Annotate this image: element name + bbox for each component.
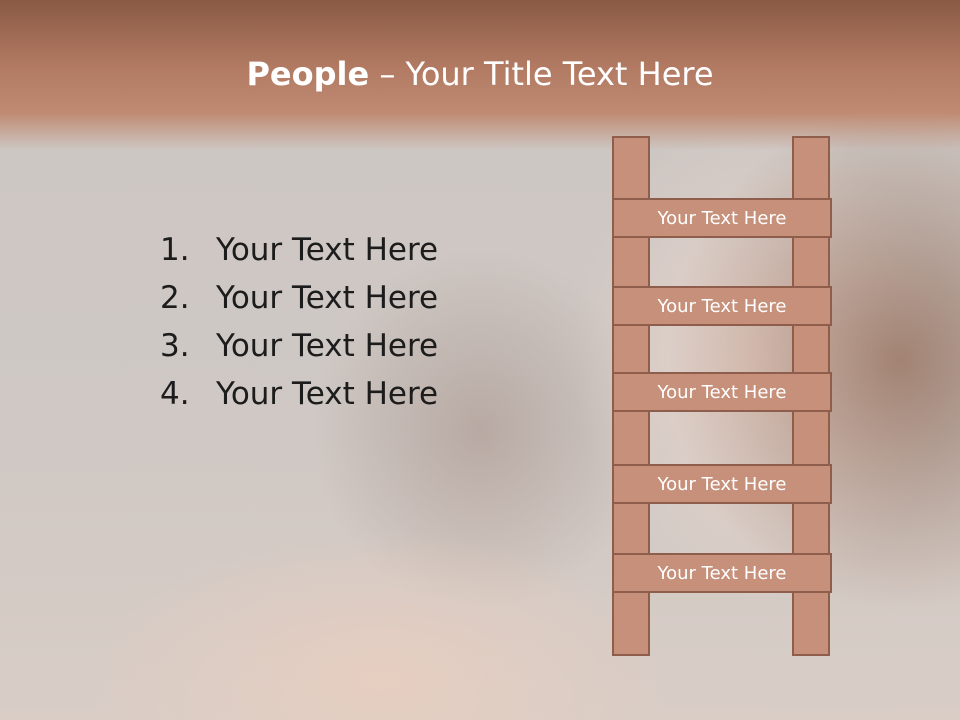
ladder-rung-1: Your Text Here [612,198,832,238]
list-number: 2. [160,280,190,316]
ladder-rung-4: Your Text Here [612,464,832,504]
list-text: Your Text Here [216,328,439,364]
rung-label: Your Text Here [657,562,787,584]
list-item: 4. Your Text Here [160,376,438,424]
ladder-rung-5: Your Text Here [612,553,832,593]
list-number: 1. [160,232,190,268]
rung-label: Your Text Here [657,381,787,403]
rung-label: Your Text Here [657,207,787,229]
list-number: 4. [160,376,190,412]
list-item: 2. Your Text Here [160,280,438,328]
list-number: 3. [160,328,190,364]
ladder-rung-3: Your Text Here [612,372,832,412]
list-text: Your Text Here [216,232,439,268]
rung-label: Your Text Here [657,295,787,317]
list-item: 1. Your Text Here [160,232,438,280]
ladder-rung-2: Your Text Here [612,286,832,326]
title-band [0,0,960,150]
list-text: Your Text Here [216,376,439,412]
slide-title: People – Your Title Text Here [0,52,960,96]
rung-label: Your Text Here [657,473,787,495]
title-strong: People [246,55,370,93]
title-rest: – Your Title Text Here [369,55,714,93]
list-item: 3. Your Text Here [160,328,438,376]
list-text: Your Text Here [216,280,439,316]
numbered-list: 1. Your Text Here 2. Your Text Here 3. Y… [160,232,438,424]
